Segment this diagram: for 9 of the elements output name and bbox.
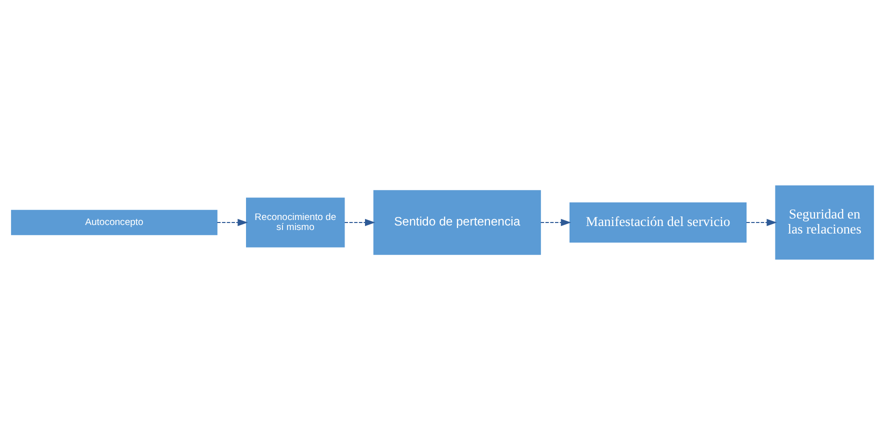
node-box: Seguridad en las relaciones xyxy=(775,184,874,260)
node-box: Autoconcepto xyxy=(11,209,218,235)
node-box: Sentido de pertenencia xyxy=(373,190,541,254)
arrow xyxy=(217,218,248,226)
arrow xyxy=(746,218,777,226)
node-box: Manifestación del servicio xyxy=(570,202,747,242)
node-box: Reconocimiento de sí mismo xyxy=(246,197,345,247)
arrow xyxy=(540,218,572,226)
arrow xyxy=(344,218,376,226)
